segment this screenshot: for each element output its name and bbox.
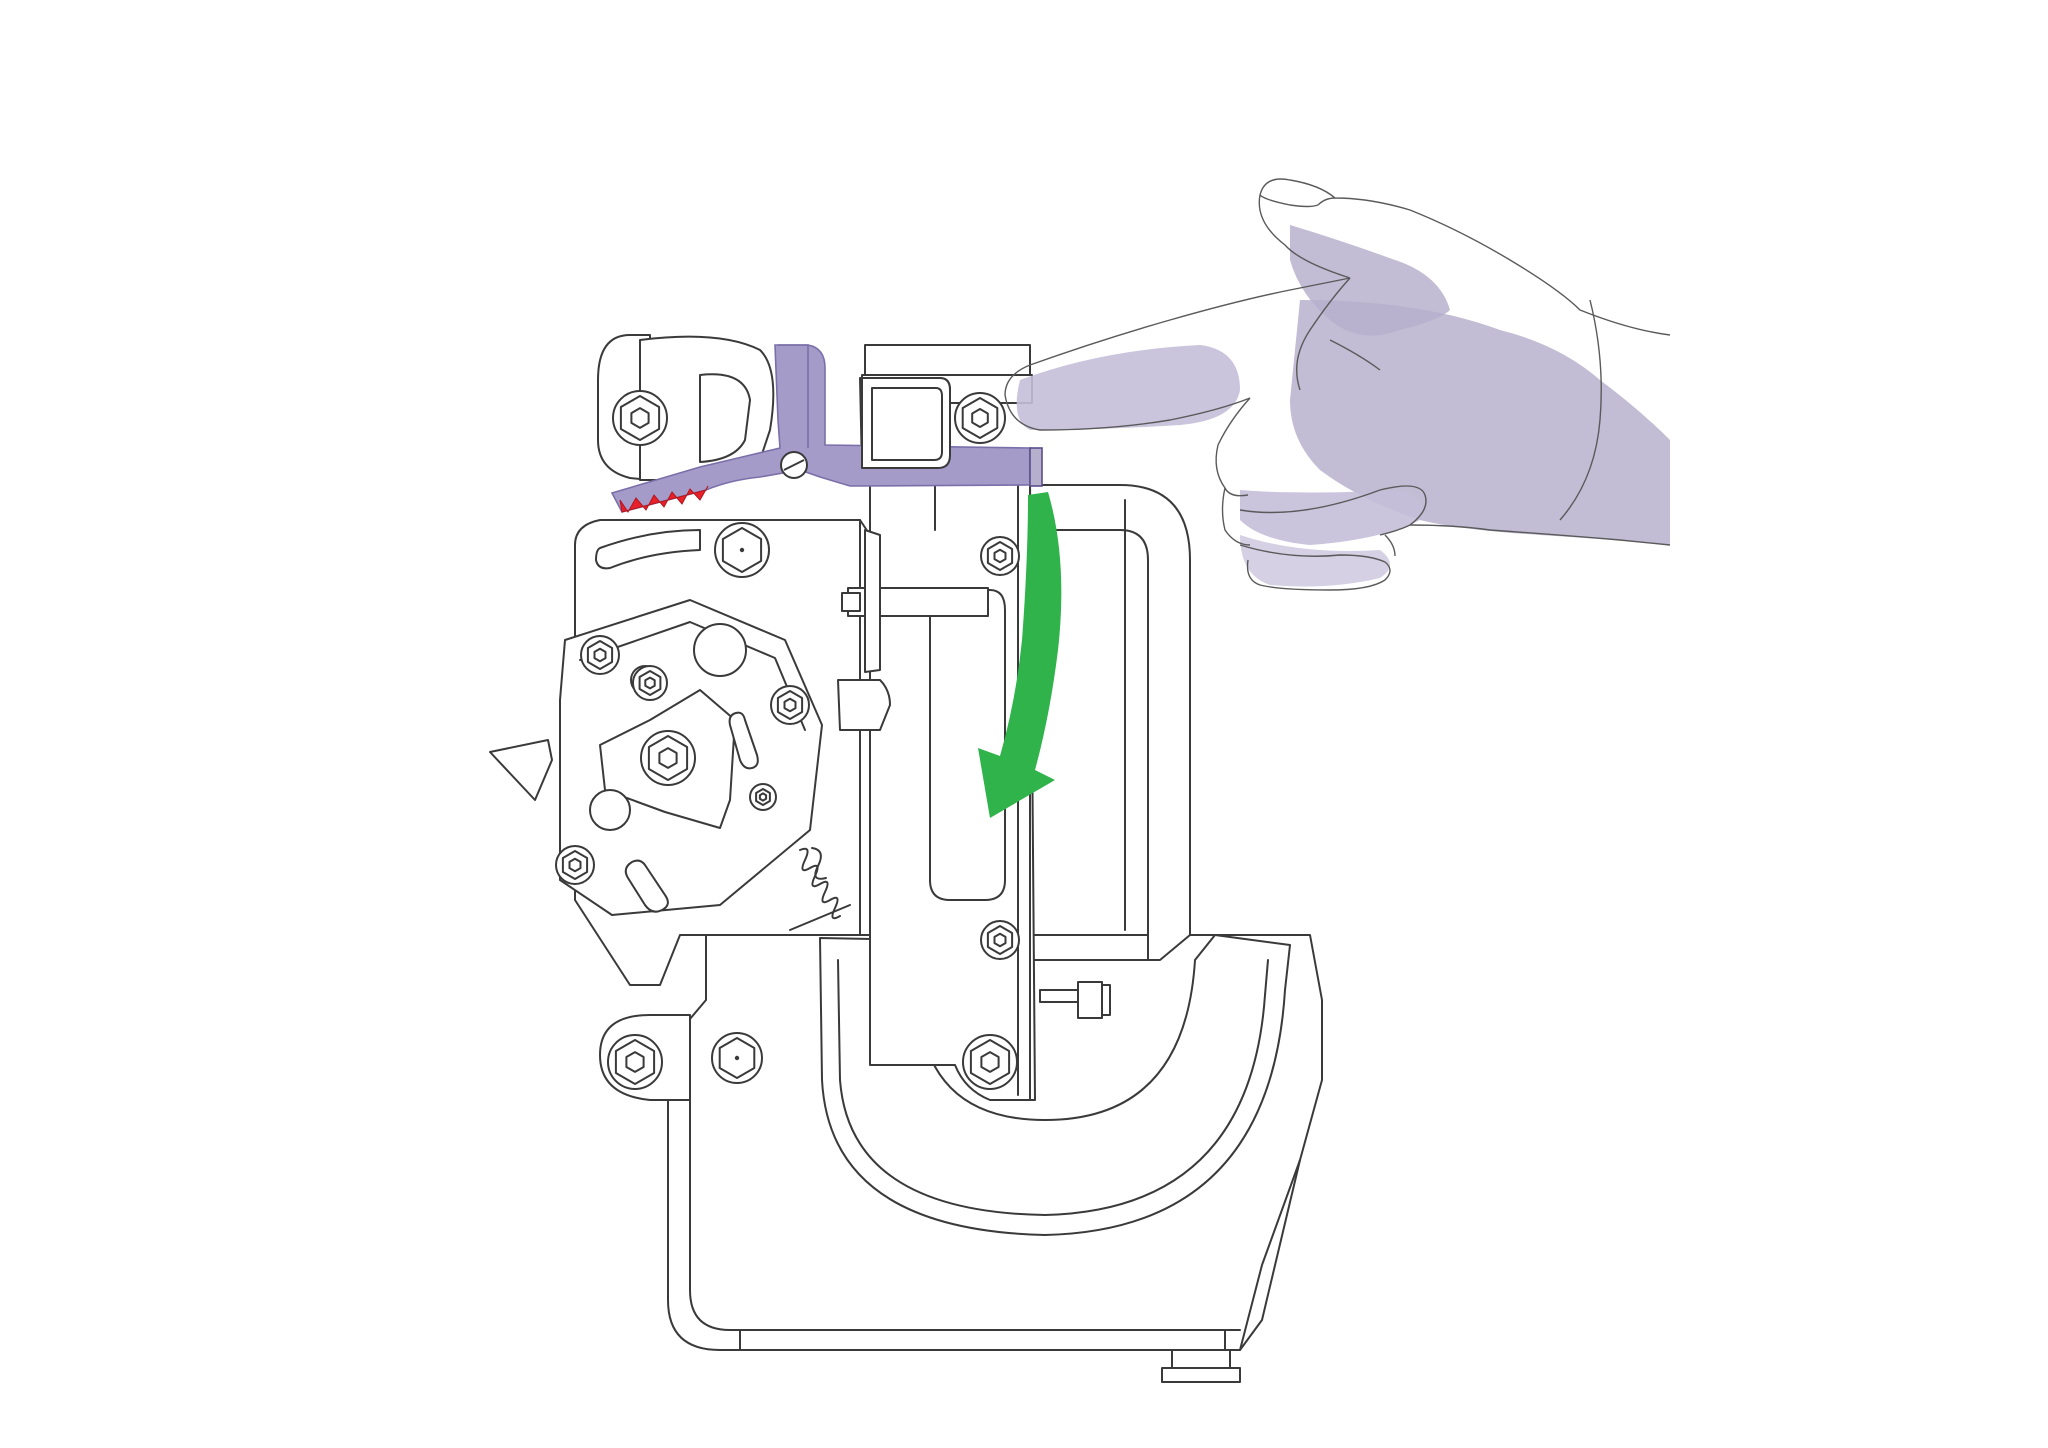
hex-bolt-icon [980,920,1020,960]
hex-bolt-icon [749,783,777,811]
hex-bolt-icon [711,1032,763,1084]
pointer-blade [489,739,553,801]
hook-plate [639,335,775,481]
hex-bolt-icon [580,635,620,675]
hex-bolt-icon [770,685,810,725]
base-foot-pad [1161,1367,1241,1383]
hex-bolt-icon [714,522,770,578]
hex-bolt-icon [555,845,595,885]
hex-bolt-icon [612,390,668,446]
hex-bolt-icon [607,1034,663,1090]
guide-slot [929,589,1006,901]
hex-bolt-icon [962,1034,1018,1090]
c-frame [1019,484,1191,961]
u-saddle [819,934,1291,1236]
shim-block [837,679,891,731]
hex-bolt-icon [954,392,1006,444]
release-lever [610,344,1043,513]
spring [789,847,851,931]
pointing-hand-icon [1004,178,1671,591]
rotate-down-arrow-icon [978,492,1062,818]
hex-bolt-icon [632,665,668,701]
scale-arc [595,529,701,570]
adjuster-screw [1039,981,1111,1019]
hex-bolt-icon [980,536,1020,576]
hex-bolt-icon [640,730,696,786]
clamp-block-front [861,377,951,469]
